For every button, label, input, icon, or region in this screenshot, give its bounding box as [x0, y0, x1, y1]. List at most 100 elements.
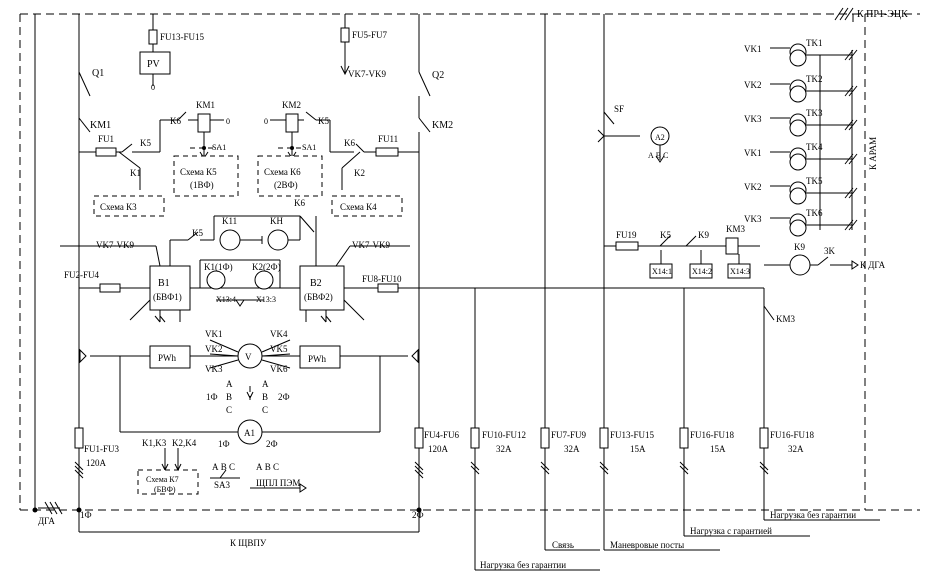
vk1-r2-label: VK1: [744, 148, 762, 158]
tk1-label: TK1: [806, 38, 823, 48]
k2k4-label: K2,K4: [172, 438, 197, 448]
k5-a-label: K5: [140, 138, 151, 148]
k6-c-label: K6: [294, 198, 305, 208]
k1k3-label: K1,K3: [142, 438, 167, 448]
km3-b-label: KM3: [776, 314, 796, 324]
k5-r-label: K5: [660, 230, 671, 240]
abc-2f-a: A: [262, 379, 269, 389]
vk3-r2-label: VK3: [744, 214, 762, 224]
schema-k4: Схема К4: [340, 202, 377, 212]
load-guarantee-label: Нагрузка с гарантией: [690, 526, 772, 536]
vk1-r-label: VK1: [744, 44, 762, 54]
coil-zero-right: 0: [264, 117, 268, 126]
a120-left: 120A: [86, 458, 107, 468]
abc-shchpl: А В С: [256, 462, 279, 472]
fu1-label: FU1: [98, 134, 114, 144]
schema-k6: Схема К6: [264, 167, 301, 177]
f1-label: 1Ф: [206, 392, 218, 402]
x14-1-label: X14:1: [652, 267, 672, 276]
fu13-15-top-label: FU13-FU15: [160, 32, 205, 42]
pv-zero-label: 0: [151, 83, 155, 92]
schema-k5: Схема К5: [180, 167, 217, 177]
fu11-label: FU11: [378, 134, 398, 144]
vk7-vk9-top-label: VK7-VK9: [348, 69, 386, 79]
k-aram-label: К АРАМ: [868, 137, 878, 170]
svyaz-label: Связь: [552, 540, 574, 550]
fu13-fu15b-label: FU13-FU15: [610, 430, 655, 440]
km3-r-label: KM3: [726, 224, 746, 234]
outer-frame: [19, 7, 920, 511]
feeders: [470, 287, 880, 571]
meters-section: [79, 339, 419, 445]
tk5-label: TK5: [806, 176, 823, 186]
k-dga-label: К ДГА: [860, 260, 886, 270]
abc-1f-c: C: [226, 405, 232, 415]
abc-2f-b: B: [262, 392, 268, 402]
manevr-label: Маневровые посты: [610, 540, 684, 550]
pv-branch: [139, 14, 171, 86]
k1-label: K1: [130, 168, 141, 178]
f1-bottom-label: 1Ф: [80, 510, 92, 520]
pwh-left-label: PWh: [158, 353, 177, 363]
a32-3: 32A: [788, 444, 804, 454]
km2-label: KM2: [432, 120, 453, 131]
km2-coil-label: KM2: [282, 100, 301, 110]
vk1-label: VK1: [205, 329, 223, 339]
sf-label: SF: [614, 104, 624, 114]
a15-1: 15A: [630, 444, 646, 454]
vk6-label: VK6: [270, 364, 288, 374]
f2-bottom-label: 2Ф: [412, 510, 424, 520]
kh-label: KH: [270, 216, 283, 226]
k-shchvpu-label: К ЩВПУ: [230, 538, 267, 548]
tk4-label: TK4: [806, 142, 823, 152]
schema-k5-sub: (1ВФ): [190, 180, 214, 190]
tk2-label: TK2: [806, 74, 823, 84]
coil-zero-left: 0: [226, 117, 230, 126]
q1-label: Q1: [92, 68, 104, 79]
k6-b-label: K6: [344, 138, 355, 148]
fu4-fu6-label: FU4-FU6: [424, 430, 460, 440]
fu7-fu9-label: FU7-FU9: [551, 430, 587, 440]
vk5-label: VK5: [270, 344, 288, 354]
k2-2f-label: K2(2Ф): [252, 262, 281, 272]
b1-label: B1: [158, 278, 170, 289]
schema-k7: Схема К7: [146, 475, 179, 484]
vk2-r2-label: VK2: [744, 182, 762, 192]
schema-k6-sub: (2ВФ): [274, 180, 298, 190]
a2-label: A2: [655, 133, 665, 142]
fu5-fu7-label: FU5-FU7: [352, 30, 388, 40]
k1-1f-label: K1(1Ф): [204, 262, 233, 272]
zk-label: 3K: [824, 246, 836, 256]
schema-k3: Схема К3: [100, 202, 137, 212]
k5-c-label: K5: [192, 228, 203, 238]
b1-sub-label: (БВФ1): [153, 292, 182, 302]
f2-b-label: 2Ф: [266, 439, 278, 449]
f2-label: 2Ф: [278, 392, 290, 402]
load-no-guarantee-2: Нагрузка без гарантии: [770, 510, 856, 520]
load-no-guarantee-1: Нагрузка без гарантии: [480, 560, 566, 570]
fu10-fu12-label: FU10-FU12: [482, 430, 526, 440]
fu8-fu10-label: FU8-FU10: [362, 274, 402, 284]
k11-label: K11: [222, 216, 237, 226]
abc-1f-b: B: [226, 392, 232, 402]
b1-b2-section: [60, 215, 604, 323]
vk4-label: VK4: [270, 329, 288, 339]
k6-a-label: K6: [170, 116, 181, 126]
fu1-fu3-label: FU1-FU3: [84, 444, 120, 454]
ammeter-a1-label: A1: [244, 428, 255, 438]
a32-2: 32A: [564, 444, 580, 454]
abc-sa3: А В С: [212, 462, 235, 472]
pwh-right-label: PWh: [308, 354, 327, 364]
sub-schemes: [93, 155, 403, 217]
tk6-label: TK6: [806, 208, 823, 218]
voltmeter-label: V: [245, 352, 252, 362]
a32-1: 32A: [496, 444, 512, 454]
vk3-r-label: VK3: [744, 114, 762, 124]
x13-3-label: X13:3: [256, 295, 276, 304]
km1-label: KM1: [90, 120, 111, 131]
k9-r-label: K9: [698, 230, 709, 240]
tk-transformers: [770, 43, 858, 237]
fu2-fu4-label: FU2-FU4: [64, 270, 100, 280]
x13-4-label: X13:4: [216, 295, 236, 304]
